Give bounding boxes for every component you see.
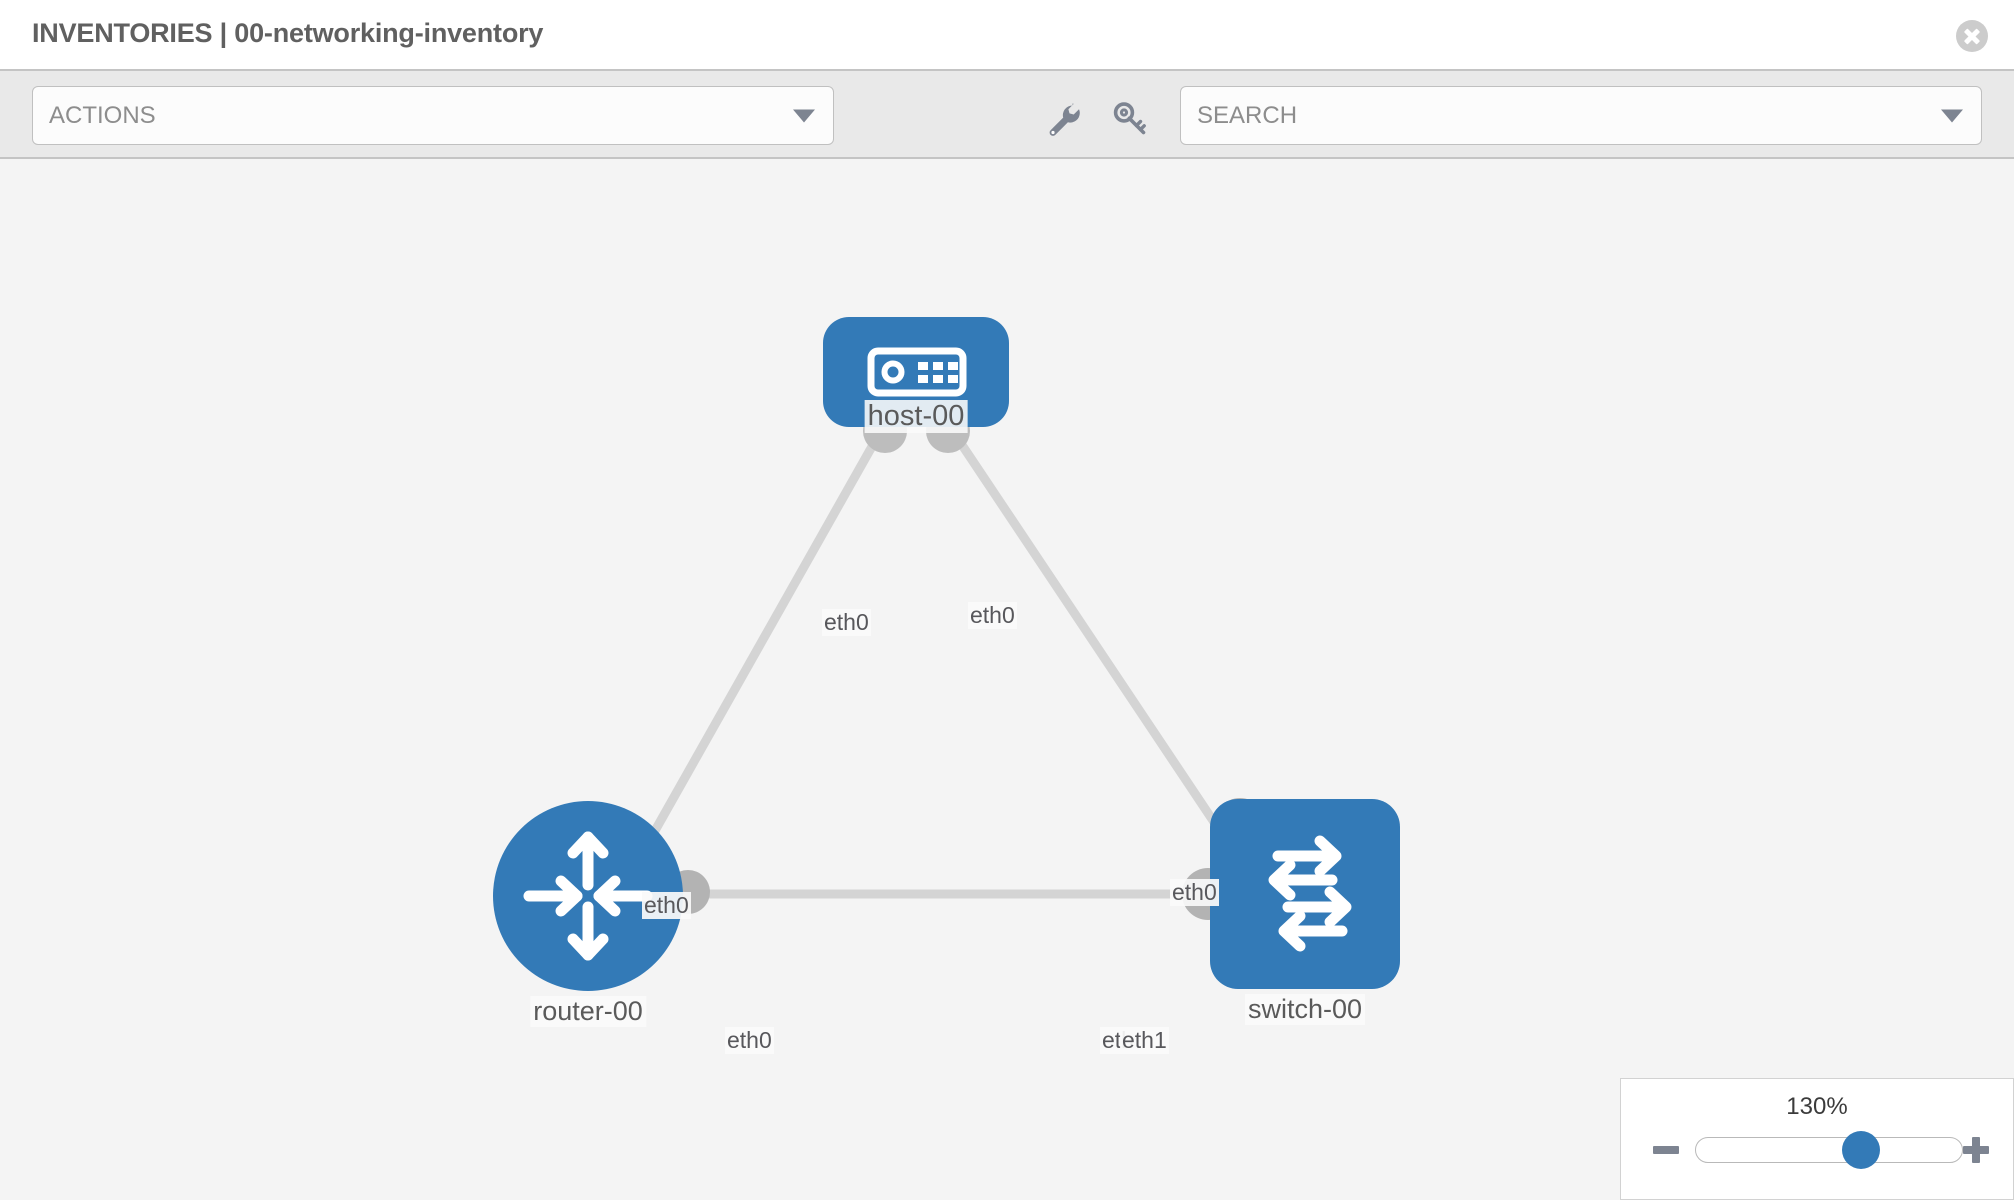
window-header: INVENTORIES | 00-networking-inventory [0, 0, 2014, 69]
if-label-host-left: eth0 [822, 609, 871, 636]
node-switch-00-shape [1210, 799, 1400, 989]
node-host-00[interactable]: host-00 [823, 317, 1009, 433]
link-host-switch[interactable] [946, 424, 1236, 852]
actions-dropdown[interactable]: ACTIONS [32, 86, 834, 145]
wrench-icon[interactable] [1043, 99, 1083, 139]
node-switch-00[interactable]: switch-00 [1210, 799, 1400, 1025]
node-host-00-label: host-00 [864, 400, 968, 433]
node-router-00-label: router-00 [530, 996, 646, 1027]
if-label-router-up: eth0 [642, 892, 691, 919]
topology-canvas[interactable]: host-00 router-00 [0, 159, 2014, 1200]
page-title: INVENTORIES | 00-networking-inventory [32, 18, 544, 48]
minus-icon [1653, 1146, 1679, 1154]
search-placeholder: SEARCH [1197, 101, 1298, 129]
if-label-router-right: eth0 [725, 1027, 774, 1054]
plus-icon-vertical [1972, 1137, 1980, 1163]
chevron-down-icon [1941, 109, 1963, 122]
search-input[interactable]: SEARCH [1180, 86, 1982, 145]
if-label-switch-up: eth0 [1170, 879, 1219, 906]
zoom-slider-thumb[interactable] [1841, 1131, 1880, 1169]
if-label-host-right: eth0 [968, 602, 1017, 629]
zoom-level-value: 130% [1786, 1093, 1848, 1120]
zoom-control-panel: 130% [1620, 1078, 2014, 1200]
key-icon[interactable] [1110, 99, 1150, 139]
zoom-in-button[interactable] [1961, 1135, 1991, 1165]
node-switch-00-label: switch-00 [1244, 994, 1366, 1025]
if-label-switch-left-b: eth1 [1120, 1027, 1169, 1054]
zoom-out-button[interactable] [1651, 1135, 1681, 1165]
link-host-router[interactable] [635, 424, 887, 862]
toolbar: ACTIONS SEARCH [0, 69, 2014, 159]
zoom-slider[interactable] [1695, 1131, 1963, 1169]
actions-dropdown-label: ACTIONS [49, 101, 156, 129]
chevron-down-icon [793, 109, 815, 122]
topology-links-layer [635, 409, 1266, 920]
close-icon[interactable] [1956, 20, 1988, 52]
